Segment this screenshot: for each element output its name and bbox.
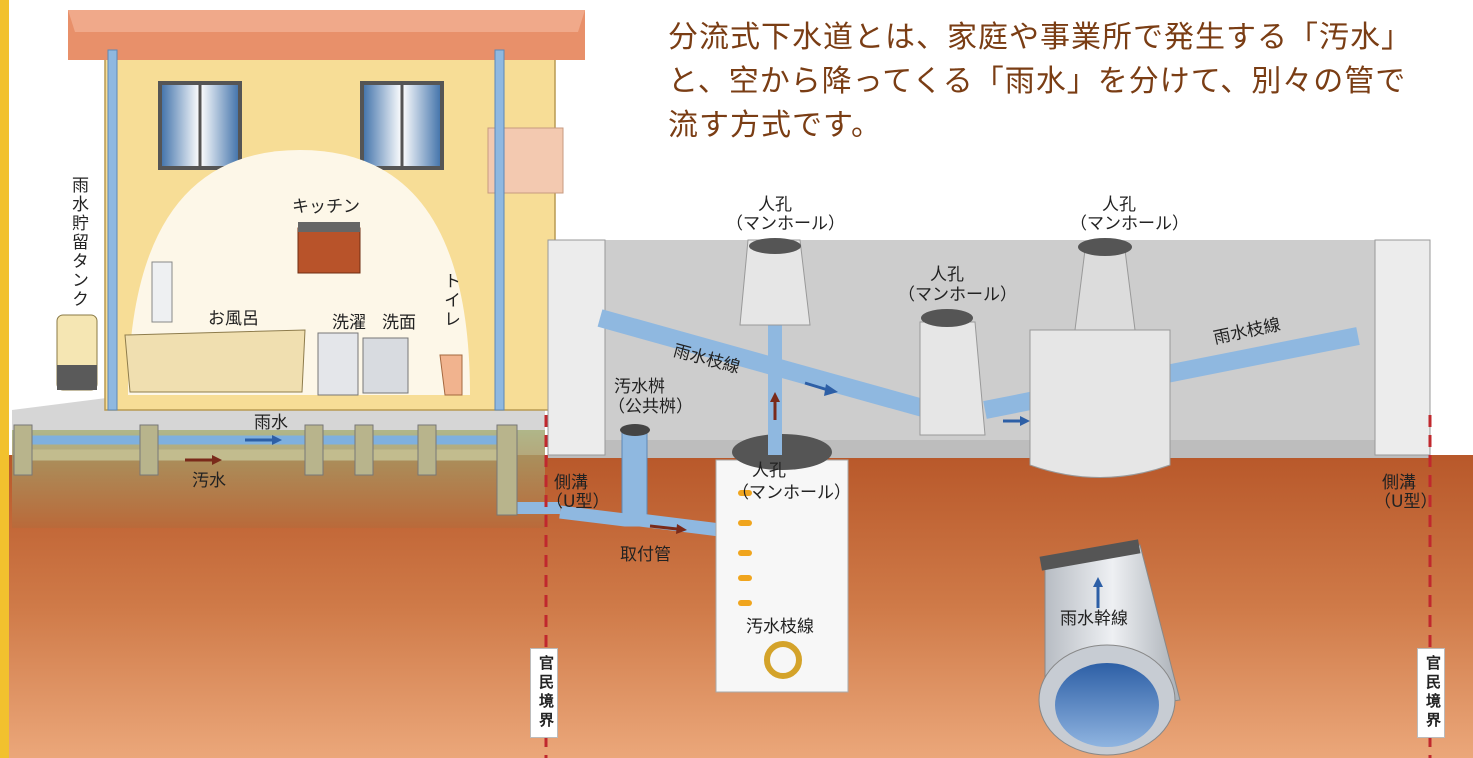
toilet: [439, 354, 463, 396]
side-ditch-right-label-b: （U型）: [1374, 492, 1438, 512]
downspout-right: [494, 49, 505, 411]
bathtub: [124, 329, 306, 393]
left-border: [0, 0, 9, 758]
rain-trunk-label: 雨水幹線: [1060, 609, 1128, 629]
manhole-2-body: [919, 321, 986, 436]
downspout-left: [107, 49, 118, 411]
manhole-2-label-b: （マンホール）: [898, 285, 1017, 305]
washbasin-label: 洗面: [382, 313, 416, 333]
sewage-basin-label: 汚水桝: [614, 377, 665, 397]
bath-chair: [151, 261, 173, 323]
public-basin-lid: [620, 424, 650, 436]
manhole-2-cover: [921, 309, 973, 327]
washbasin-unit: [362, 337, 409, 394]
connection-pipe: [559, 505, 721, 537]
manhole-1-label-b: （マンホール）: [726, 214, 845, 234]
roof-edge: [68, 10, 585, 32]
side-ditch-right: [1374, 239, 1431, 456]
rain-branch-pipe-left: [597, 309, 933, 419]
rain-tank-label: 雨水貯留タンク: [68, 176, 88, 309]
kitchen-cabinet: [297, 227, 361, 274]
rain-trunk-joint: [1039, 539, 1141, 571]
boundary-label-left: 官民境界: [530, 648, 558, 738]
manhole-3-cover: [1078, 238, 1132, 256]
side-ditch-left: [547, 239, 606, 456]
manhole-3-label-b: （マンホール）: [1070, 214, 1189, 234]
connection-pipe-label: 取付管: [620, 545, 671, 565]
side-ditch-right-label-a: 側溝: [1382, 473, 1416, 493]
manhole-2-label-a: 人孔: [930, 265, 964, 285]
manhole-3-label-a: 人孔: [1102, 195, 1136, 215]
washing-machine: [317, 332, 359, 396]
boundary-label-right: 官民境界: [1417, 648, 1445, 738]
manhole-1-label-a: 人孔: [758, 195, 792, 215]
rain-tank-base: [57, 365, 97, 390]
road-edge: [548, 440, 1430, 458]
side-ditch-left-label-a: 側溝: [554, 473, 588, 493]
rain-trunk-water: [1055, 663, 1159, 747]
sewage-label: 汚水: [192, 471, 226, 491]
toilet-label: トイレ: [440, 272, 460, 329]
kitchen-counter: [298, 222, 360, 232]
manhole-sewage-label-a: 人孔: [752, 461, 786, 481]
bath-label: お風呂: [208, 309, 259, 329]
public-basin-riser: [621, 429, 648, 521]
kitchen-label: キッチン: [292, 197, 360, 217]
headline-text: 分流式下水道とは、家庭や事業所で発生する「汚水」と、空から降ってくる「雨水」を分…: [668, 20, 1412, 143]
sewage-branch-label: 汚水枝線: [746, 617, 814, 637]
sewage-branch-outlet: [764, 641, 802, 679]
sewage-basin-public-label: （公共桝）: [608, 397, 693, 417]
rainwater-label: 雨水: [254, 413, 288, 433]
manhole-sewage-label-b: （マンホール）: [732, 483, 851, 503]
side-ditch-left-label-b: （U型）: [546, 492, 610, 512]
manhole-1-cover: [749, 238, 801, 254]
laundry-label: 洗濯: [332, 313, 366, 333]
manhole-3-body: [1029, 329, 1171, 478]
